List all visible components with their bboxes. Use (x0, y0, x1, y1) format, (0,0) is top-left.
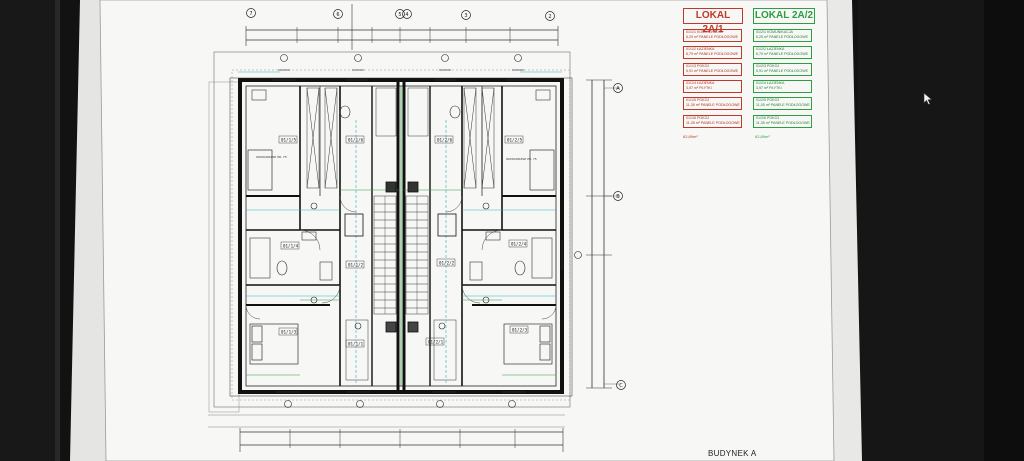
axis-markers (246, 8, 626, 390)
room-label: 01/2/6 (437, 138, 453, 143)
stair-left (373, 195, 397, 315)
top-dimension-chain (245, 4, 559, 50)
legend-unit-a-title: LOKAL 2A/1 (683, 8, 743, 35)
legend-unit-a-total: 62,89m² (683, 134, 698, 139)
axis-label: 2 (548, 14, 551, 20)
axis-label: 6 (336, 12, 339, 18)
axis-label: C (619, 383, 623, 389)
stair-right (405, 195, 429, 315)
room-label: 01/2/2 (439, 261, 455, 266)
room-label: 01/1/1 (348, 342, 364, 347)
room-label: 01/1/2 (348, 263, 364, 268)
building-label: BUDYNEK A (708, 449, 757, 458)
axis-label: 4 (405, 12, 408, 18)
room-label: 01/2/4 (511, 242, 527, 247)
room-label: 01/1/6 (348, 138, 364, 143)
plan-note: OKNO/DRZWI PR. 75 (256, 155, 287, 159)
axis-label: 5 (398, 12, 401, 18)
room-label: 01/2/5 (507, 138, 523, 143)
right-dimension-chain (586, 79, 620, 389)
room-label: 01/2/3 (512, 328, 528, 333)
plan-note: OKNO/DRZWI PR. 75 (506, 157, 537, 161)
mouse-cursor-icon (923, 92, 933, 105)
axis-label: B (616, 194, 620, 200)
room-label: 01/2/1 (428, 340, 444, 345)
room-label: 01/1/5 (281, 138, 297, 143)
room-label: 01/1/3 (281, 330, 297, 335)
floor-plan (208, 4, 620, 452)
axis-label: A (616, 86, 620, 92)
legend-unit-b-title: LOKAL 2A/2 (753, 8, 815, 24)
axis-label: 7 (249, 11, 252, 17)
axis-label: 3 (464, 13, 467, 19)
room-label: 01/1/4 (283, 244, 299, 249)
bottom-dimension-chain (239, 428, 564, 452)
legend-unit-b-total: 62,89m² (755, 134, 770, 139)
